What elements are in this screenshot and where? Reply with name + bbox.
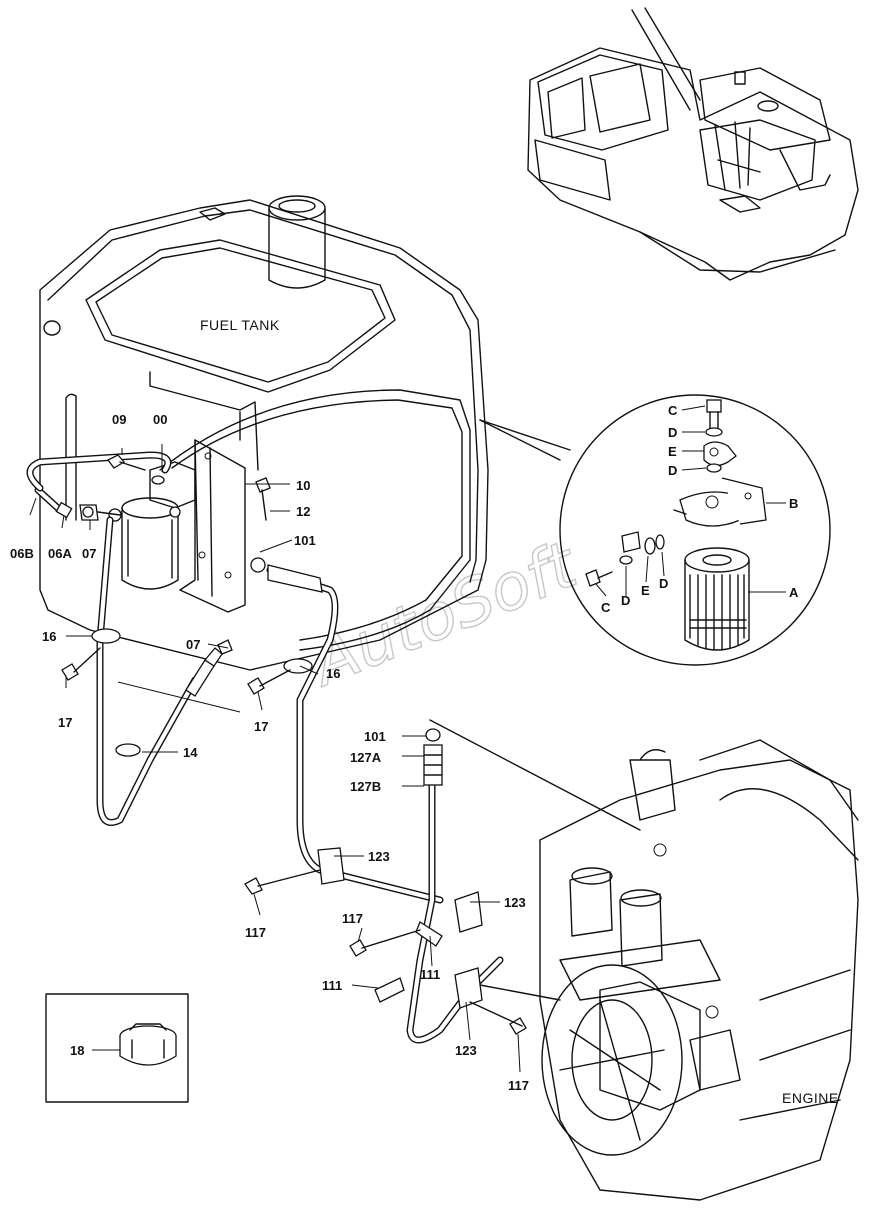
filter-bracket — [179, 439, 246, 613]
callout-07-upper: 07 — [82, 546, 96, 561]
detail-label-C-bottom: C — [601, 600, 611, 615]
engine: ENGINE — [429, 719, 859, 1201]
callout-09: 09 — [112, 412, 126, 427]
excavator-locator-view — [527, 7, 859, 281]
hose-end-fittings — [34, 486, 121, 521]
callout-00: 00 — [153, 412, 167, 427]
callout-117-left: 117 — [245, 925, 266, 940]
callout-06B: 06B — [10, 546, 34, 561]
detail-label-D-bottom-right: D — [659, 576, 668, 591]
detail-label-C-top: C — [668, 403, 678, 418]
callout-06A: 06A — [48, 546, 72, 561]
fuel-filter-assembly — [108, 461, 196, 590]
callout-127B: 127B — [350, 779, 381, 794]
callout-14: 14 — [183, 745, 198, 760]
callout-07-lower: 07 — [186, 637, 200, 652]
inset-part-18 — [45, 993, 189, 1103]
detail-label-A: A — [789, 585, 799, 600]
callout-111-left: 111 — [322, 978, 342, 993]
callout-12: 12 — [296, 504, 310, 519]
detail-label-D-bottom-left: D — [621, 593, 630, 608]
callout-10: 10 — [296, 478, 310, 493]
detail-label-B: B — [789, 496, 798, 511]
callout-123-right: 123 — [504, 895, 526, 910]
callout-18: 18 — [70, 1043, 84, 1058]
leader-lines — [29, 405, 786, 1073]
detail-label-E-bottom: E — [641, 583, 650, 598]
fuel-hose-right — [250, 557, 504, 1044]
callout-101-lower: 101 — [364, 729, 386, 744]
callout-123-bottom: 123 — [455, 1043, 477, 1058]
callout-111-right: 111 — [420, 967, 440, 982]
callout-101-upper: 101 — [294, 533, 316, 548]
callout-123-top: 123 — [368, 849, 390, 864]
callout-16-left: 16 — [42, 629, 56, 644]
fuel-hose-left — [26, 451, 223, 826]
callout-117-bottom: 117 — [508, 1078, 529, 1093]
bolts — [61, 454, 527, 1035]
detail-label-E-top: E — [668, 444, 677, 459]
detail-label-D-top: D — [668, 425, 677, 440]
callout-16-right: 16 — [326, 666, 340, 681]
callout-127A: 127A — [350, 750, 382, 765]
detail-labels: C D E D B A C D E D — [601, 403, 799, 615]
fuel-tank: FUEL TANK — [39, 195, 571, 671]
fuel-tank-label: FUEL TANK — [200, 317, 280, 333]
watermark-text: AutoSoft — [299, 528, 589, 703]
callout-17-right: 17 — [254, 719, 268, 734]
engine-label: ENGINE — [782, 1090, 839, 1106]
callout-117-mid: 117 — [342, 911, 363, 926]
filter-detail-view — [479, 394, 831, 666]
callout-17-left: 17 — [58, 715, 72, 730]
detail-label-D-mid: D — [668, 463, 677, 478]
callout-labels: 09 00 10 12 101 06B 06A 07 16 07 16 17 1… — [10, 412, 529, 1093]
